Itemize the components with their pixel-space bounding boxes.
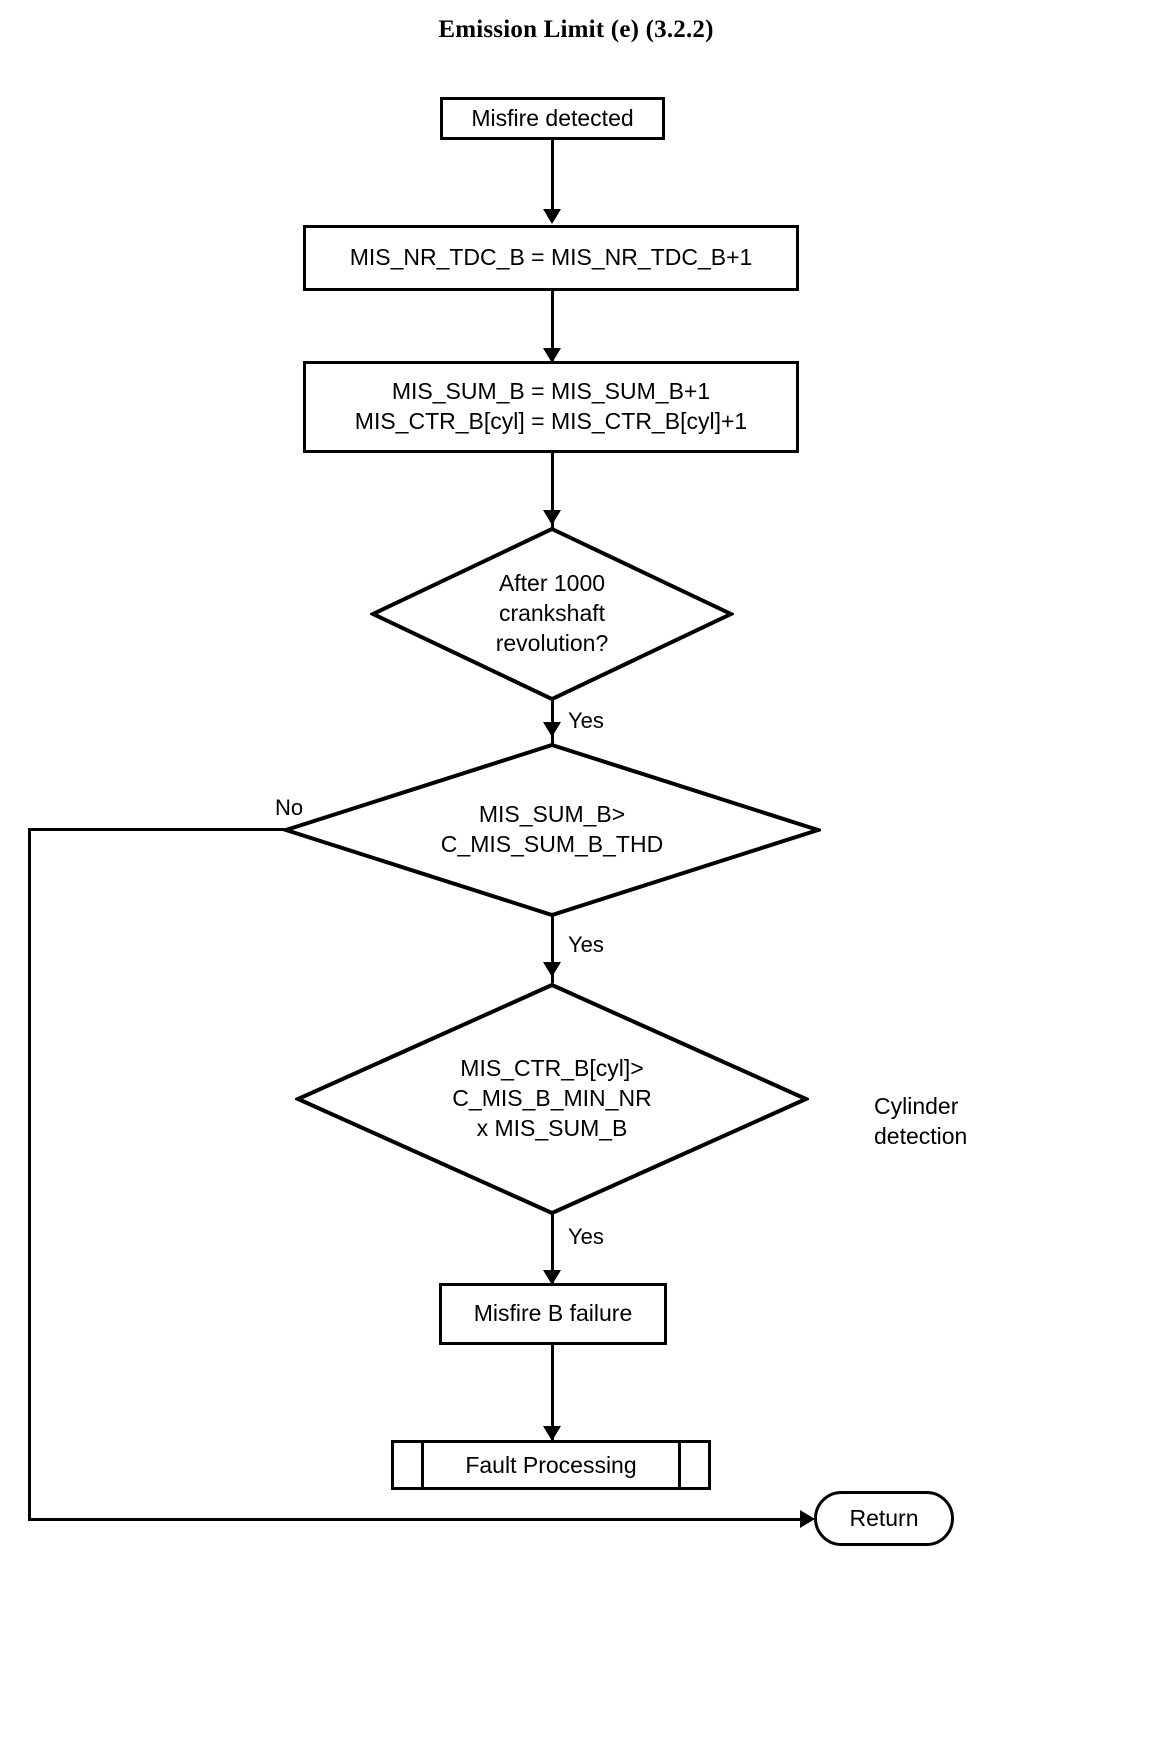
arrowhead-inc-tdc-to-inc-sum: [543, 348, 561, 363]
arrowhead-mis-sum-yes: [543, 962, 561, 977]
node-inc-mis-nr-tdc[interactable]: MIS_NR_TDC_B = MIS_NR_TDC_B+1: [303, 225, 799, 291]
connector-inc-sum-to-decision-revolution: [551, 453, 554, 533]
page-title: Emission Limit (e) (3.2.2): [438, 16, 714, 43]
edge-label-mis-sum-no: No: [275, 795, 304, 820]
edge-label-mis-ctr-yes: Yes: [568, 1224, 604, 1249]
diamond-shape-crankshaft: [370, 526, 734, 702]
arrowhead-failure-to-fault-processing: [543, 1426, 561, 1441]
diamond-shape-mis-ctr-min: [295, 982, 809, 1216]
connector-mis-ctr-yes: [551, 1213, 554, 1285]
node-decision-crankshaft-revolution[interactable]: After 1000 crankshaft revolution?: [370, 526, 734, 702]
arrowhead-mis-ctr-yes: [543, 1270, 561, 1285]
diamond-shape-mis-sum-threshold: [283, 742, 821, 918]
connector-inc-tdc-to-inc-sum: [551, 291, 554, 363]
node-decision-mis-sum-threshold[interactable]: MIS_SUM_B> C_MIS_SUM_B_THD: [283, 742, 821, 918]
edge-label-revolution-yes: Yes: [568, 708, 604, 733]
node-misfire-detected[interactable]: Misfire detected: [440, 97, 665, 140]
arrowhead-revolution-yes: [543, 722, 561, 737]
connector-mis-sum-no-horizontal: [28, 828, 286, 831]
node-return[interactable]: Return: [814, 1491, 954, 1546]
node-inc-mis-sum-ctr[interactable]: MIS_SUM_B = MIS_SUM_B+1 MIS_CTR_B[cyl] =…: [303, 361, 799, 453]
connector-mis-sum-yes: [551, 915, 554, 983]
arrowhead-start-to-inc-tdc: [543, 209, 561, 224]
node-decision-mis-ctr-min[interactable]: MIS_CTR_B[cyl]> C_MIS_B_MIN_NR x MIS_SUM…: [295, 982, 809, 1216]
connector-start-to-inc-tdc: [551, 140, 554, 212]
node-misfire-b-failure[interactable]: Misfire B failure: [439, 1283, 667, 1345]
connector-failure-to-fault-processing: [551, 1345, 554, 1441]
arrowhead-inc-sum-to-decision-revolution: [543, 510, 561, 525]
connector-mis-sum-no-to-return: [28, 1518, 804, 1521]
edge-label-mis-sum-yes: Yes: [568, 932, 604, 957]
annotation-cylinder-detection: Cylinder detection: [874, 1093, 968, 1149]
node-fault-processing[interactable]: Fault Processing: [391, 1440, 711, 1490]
connector-mis-sum-no-vertical: [28, 828, 31, 1520]
arrowhead-loop-to-return: [800, 1510, 815, 1528]
